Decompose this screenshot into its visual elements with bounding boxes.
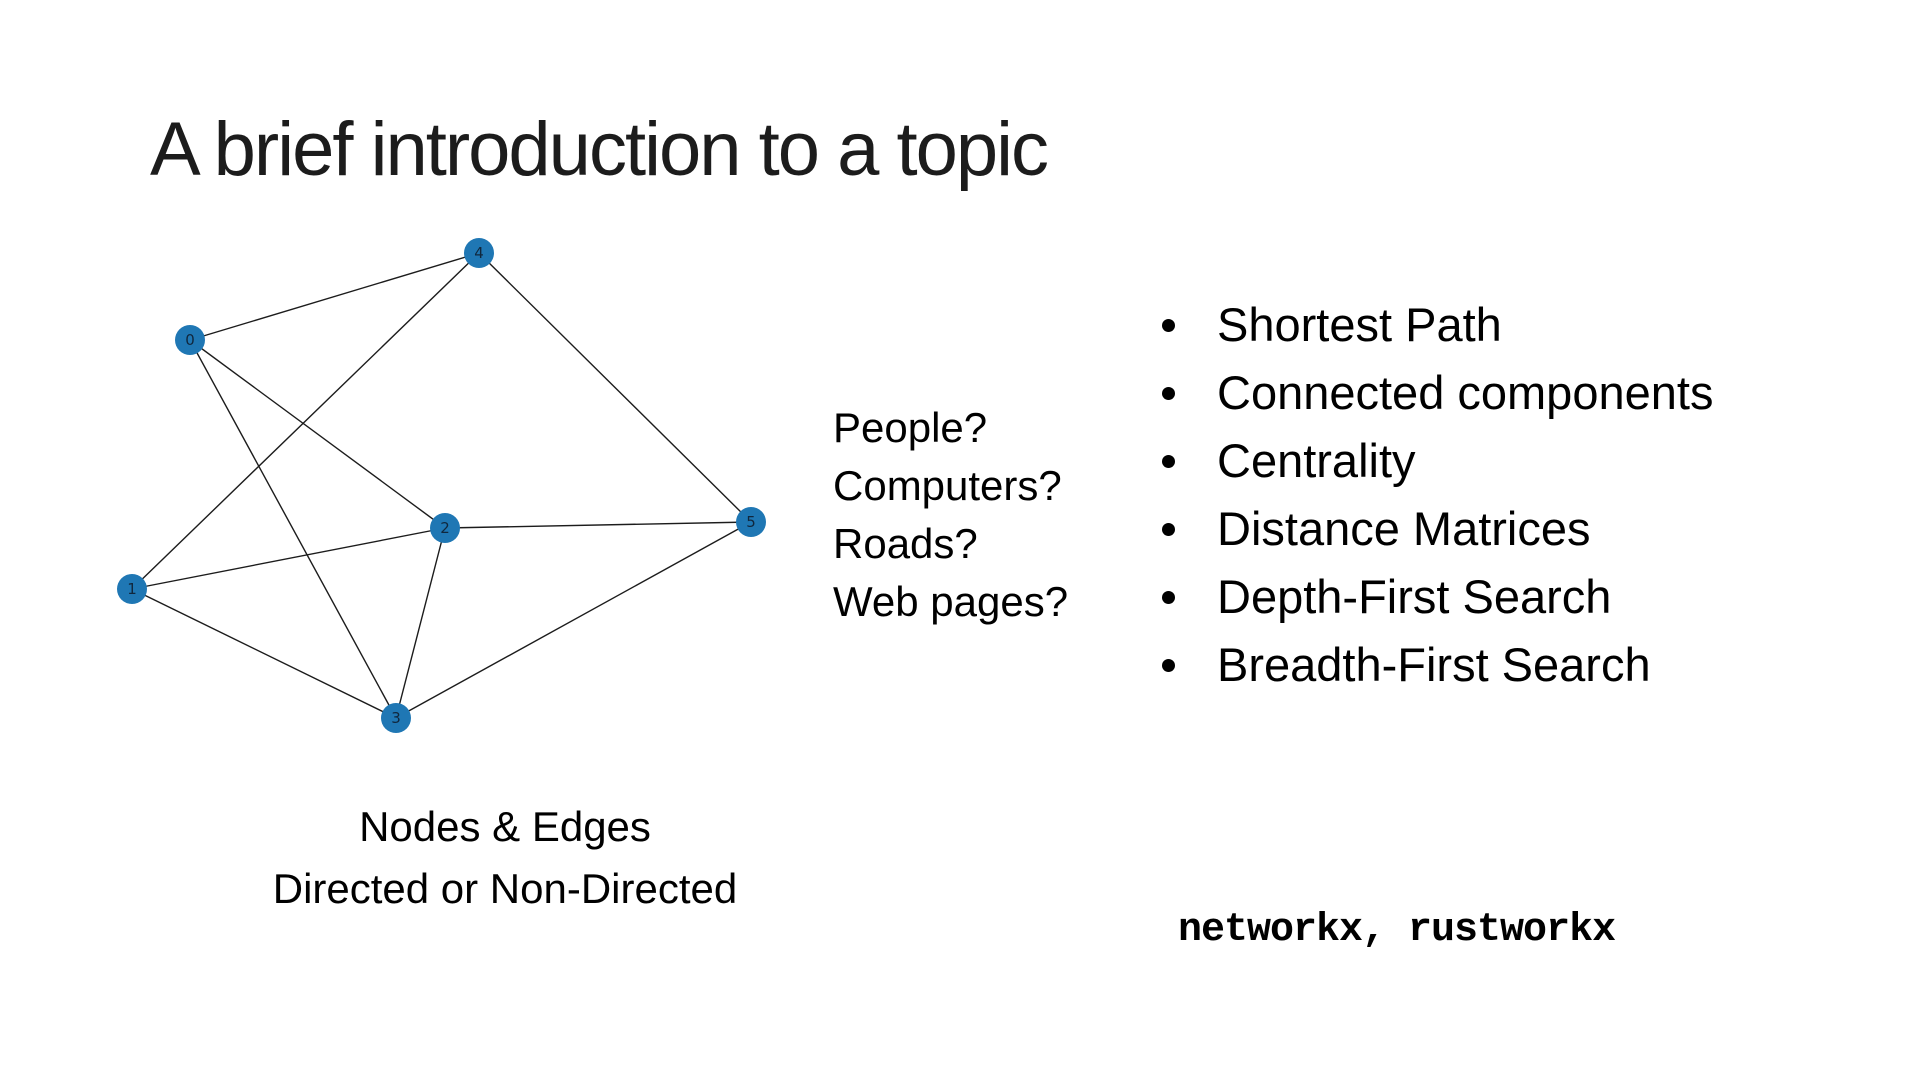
graph-node-label: 3: [391, 709, 401, 727]
bullet-icon: [1162, 386, 1175, 400]
graph-edge: [189, 339, 397, 719]
library-names: networkx, rustworkx: [1178, 908, 1616, 953]
graph-node: [175, 325, 205, 355]
questions-text: People? Computers? Roads? Web pages?: [833, 399, 1068, 631]
list-item: Breadth-First Search: [1162, 631, 1713, 699]
question-line: Roads?: [833, 520, 978, 567]
question-line: Web pages?: [833, 578, 1069, 625]
list-item: Connected components: [1162, 359, 1713, 427]
list-item: Shortest Path: [1162, 291, 1713, 359]
bullet-icon: [1162, 454, 1175, 468]
graph-node: [430, 513, 460, 543]
topic-label: Shortest Path: [1217, 298, 1502, 351]
bullet-icon: [1162, 318, 1175, 332]
graph-node: [381, 703, 411, 733]
graph-edge: [131, 588, 397, 719]
graph-edge: [395, 521, 752, 719]
question-line: People?: [833, 404, 988, 451]
topic-label: Breadth-First Search: [1217, 638, 1651, 691]
list-item: Centrality: [1162, 427, 1713, 495]
topic-list: Shortest Path Connected components Centr…: [1162, 291, 1713, 699]
slide-title: A brief introduction to a topic: [150, 107, 1049, 192]
graph-node: [464, 238, 494, 268]
list-item: Distance Matrices: [1162, 495, 1713, 563]
graph-node-label: 5: [746, 513, 756, 531]
bullet-icon: [1162, 658, 1175, 672]
list-item: Depth-First Search: [1162, 563, 1713, 631]
graph-edge: [189, 252, 480, 341]
graph-node: [117, 574, 147, 604]
graph-caption: Nodes & Edges Directed or Non-Directed: [255, 796, 755, 920]
topic-label: Distance Matrices: [1217, 502, 1591, 555]
bullet-icon: [1162, 590, 1175, 604]
graph-node-label: 0: [185, 331, 195, 349]
caption-line: Directed or Non-Directed: [272, 865, 738, 912]
graph-edge: [444, 521, 752, 529]
topic-label: Depth-First Search: [1217, 570, 1612, 623]
bullet-icon: [1162, 522, 1175, 536]
graph-edge: [131, 252, 480, 590]
graph-edge: [189, 339, 446, 529]
question-line: Computers?: [833, 462, 1062, 509]
graph-node-label: 2: [440, 519, 450, 537]
graph-node: [736, 507, 766, 537]
topic-label: Connected components: [1217, 366, 1714, 419]
graph-edge: [478, 252, 752, 523]
graph-edge: [395, 527, 446, 719]
graph-node-label: 1: [127, 580, 137, 598]
caption-line: Nodes & Edges: [359, 803, 651, 850]
topic-label: Centrality: [1217, 434, 1416, 487]
graph-node-label: 4: [474, 244, 484, 262]
graph-edge: [131, 527, 446, 590]
